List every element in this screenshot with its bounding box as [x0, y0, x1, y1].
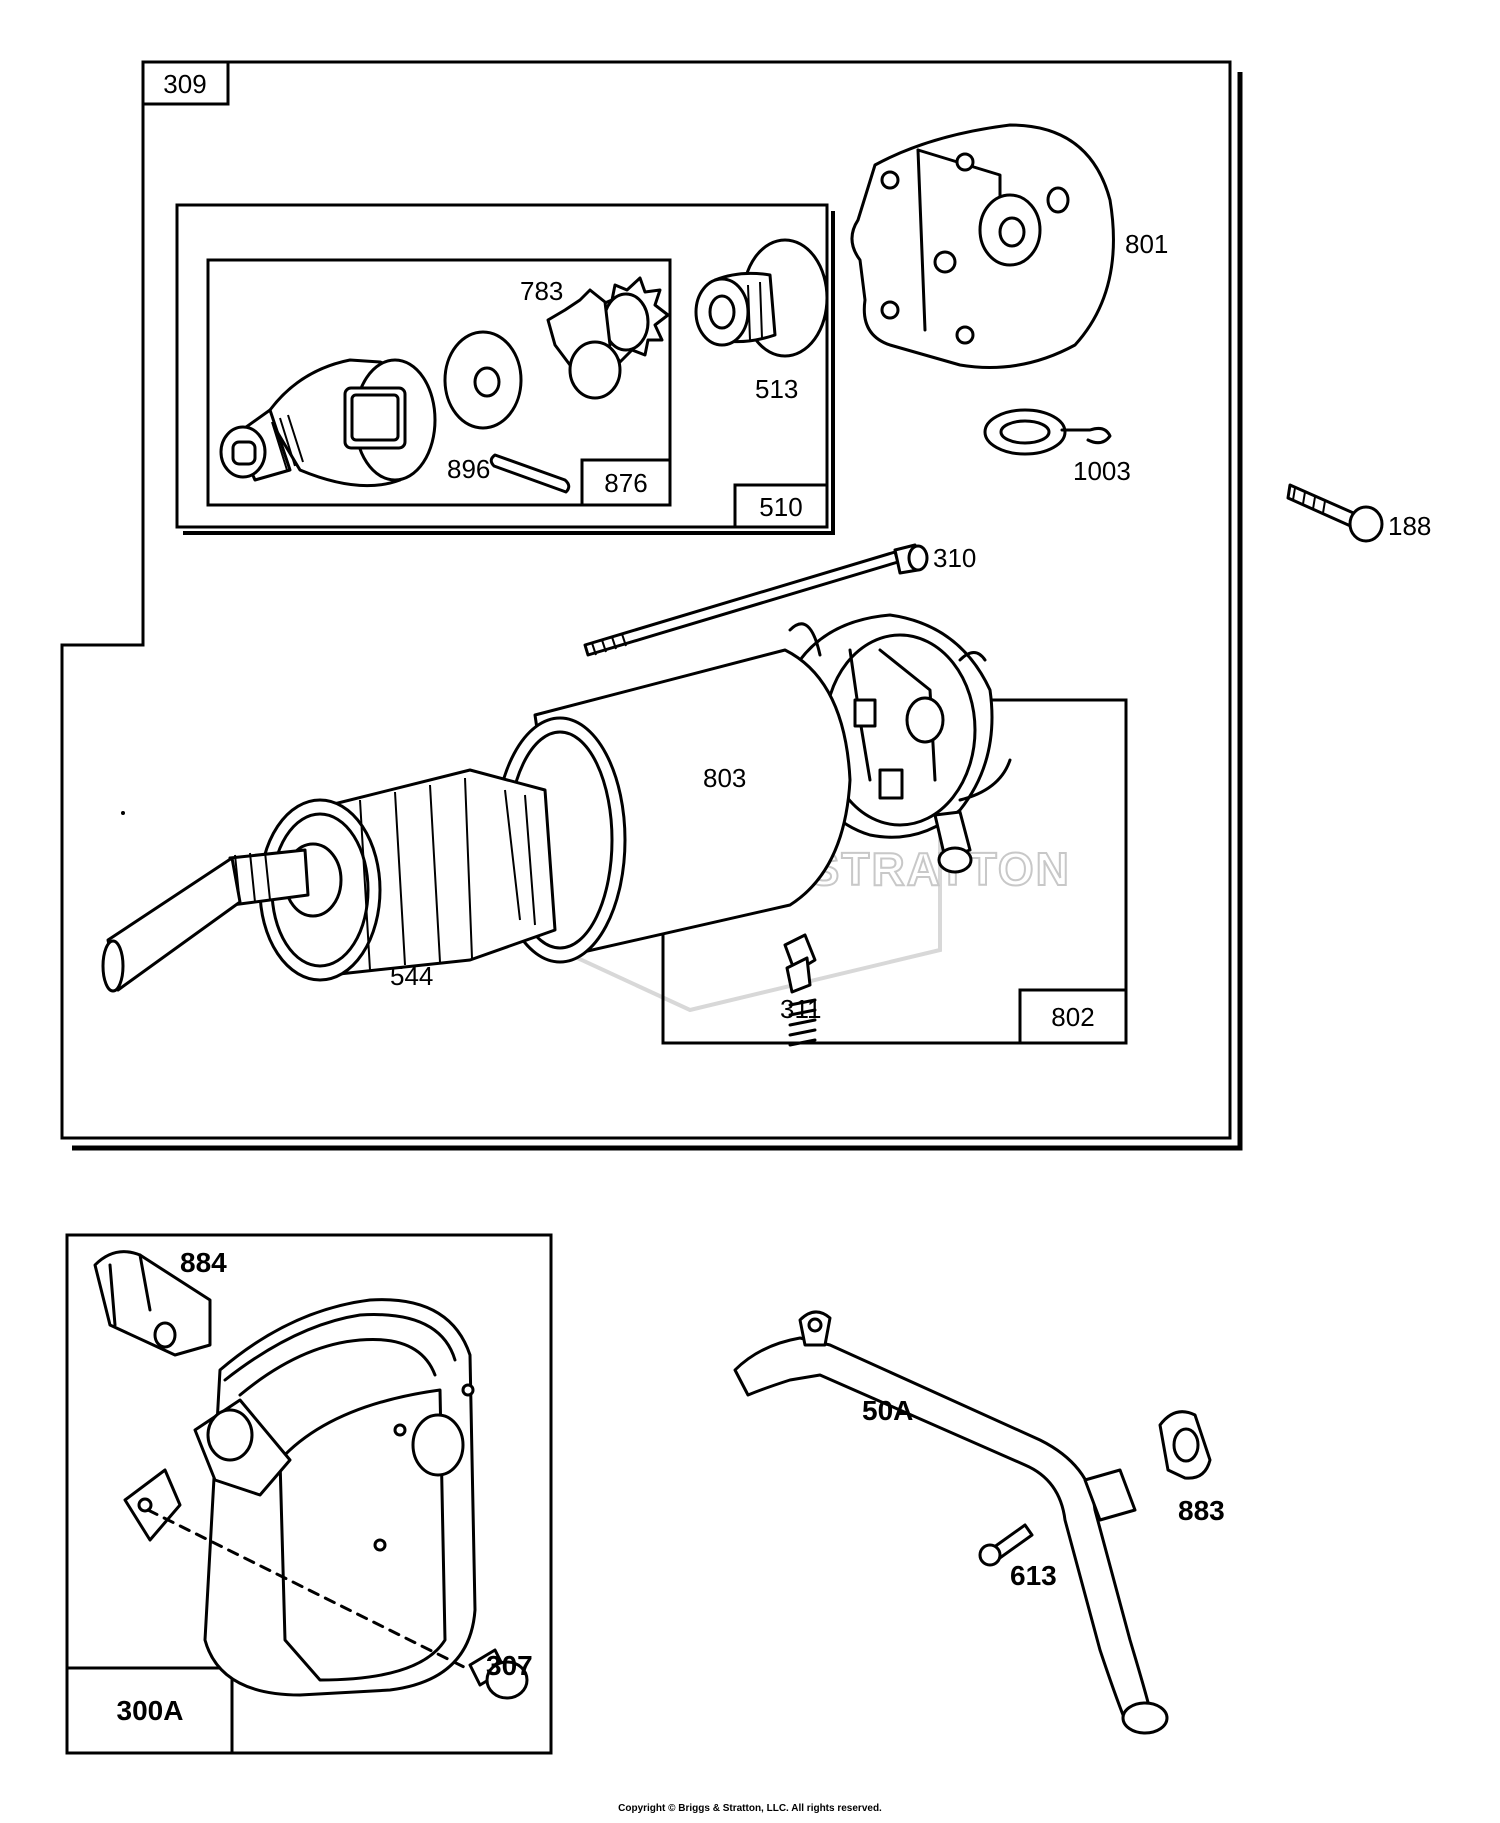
group-309-label: 309: [163, 69, 206, 99]
part-544-label: 544: [390, 961, 433, 991]
screw-188: 188: [1286, 483, 1431, 543]
clamp-884: 884: [93, 1247, 227, 1357]
armature-544: 544: [101, 768, 557, 993]
collar-513: 513: [694, 238, 829, 404]
part-803-label: 803: [703, 763, 746, 793]
group-802-frame: 802: [661, 698, 1128, 1045]
part-613-label: 613: [1010, 1560, 1057, 1591]
group-300a-label: 300A: [117, 1695, 184, 1726]
pinion-gear-783: 783: [520, 276, 670, 400]
gasket-883: 883: [1158, 1410, 1225, 1526]
group-309-frame: 309: [60, 60, 1243, 1151]
part-311-label: 311: [780, 994, 821, 1024]
muffler-300a: [123, 1298, 477, 1697]
bolt-307: 307: [468, 1648, 533, 1700]
ring-1003: 1003: [983, 408, 1131, 486]
copyright-notice: Copyright © Briggs & Stratton, LLC. All …: [618, 1803, 882, 1814]
drive-assembly: [219, 358, 437, 488]
end-cap-801: 801: [850, 123, 1168, 369]
part-188-label: 188: [1388, 511, 1431, 541]
part-1003-label: 1003: [1073, 456, 1131, 486]
group-876-frame: 876: [206, 258, 672, 507]
part-801-label: 801: [1125, 229, 1168, 259]
part-884-label: 884: [180, 1247, 227, 1278]
group-802-label: 802: [1051, 1002, 1094, 1032]
group-510-frame: 510: [175, 203, 835, 535]
part-307-label: 307: [486, 1650, 533, 1681]
part-50a-label: 50A: [862, 1395, 913, 1426]
washer-and-pin-896: 896: [443, 330, 571, 494]
screw-613: 613: [978, 1523, 1057, 1591]
tube-50a: 50A: [733, 1310, 1169, 1735]
part-883-label: 883: [1178, 1495, 1225, 1526]
brush-spring-311: 311: [780, 933, 821, 1047]
part-896-label: 896: [447, 454, 490, 484]
part-783-label: 783: [520, 276, 563, 306]
group-300a-frame: 300A: [65, 1233, 553, 1755]
part-513-label: 513: [755, 374, 798, 404]
through-bolt-310: 310: [583, 543, 976, 657]
group-876-label: 876: [604, 468, 647, 498]
part-310-label: 310: [933, 543, 976, 573]
group-510-label: 510: [759, 492, 802, 522]
